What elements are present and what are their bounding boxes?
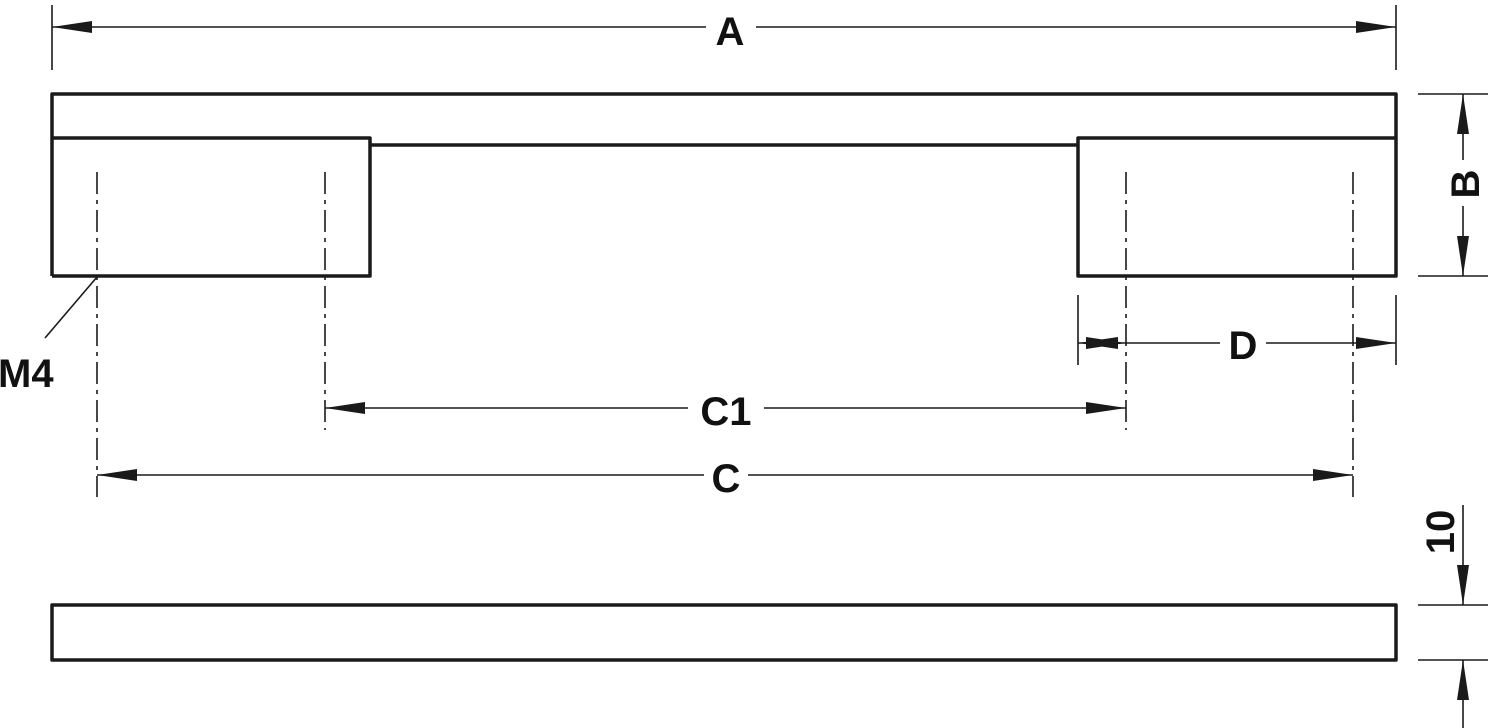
dimension-a: A — [51, 5, 1397, 70]
thread-label-m4: M4 — [0, 352, 54, 396]
hole-centerlines — [96, 172, 1354, 497]
dimension-label-b: B — [1444, 170, 1488, 199]
dimension-d: D — [1077, 295, 1397, 368]
dimension-label-10: 10 — [1419, 510, 1463, 555]
dimension-c1: C1 — [325, 388, 1126, 434]
dimension-label-c1: C1 — [700, 390, 751, 434]
dimension-c: C — [97, 454, 1353, 501]
handle-side-view — [50, 603, 1398, 662]
dimension-b: B — [1418, 93, 1488, 277]
dimension-label-d: D — [1229, 324, 1258, 368]
handle-front-view — [50, 92, 1398, 278]
dimension-thickness: 10 — [1418, 505, 1488, 728]
thread-callout: M4 — [0, 276, 98, 396]
dimension-label-a: A — [716, 10, 745, 54]
dimension-label-c: C — [712, 457, 741, 501]
